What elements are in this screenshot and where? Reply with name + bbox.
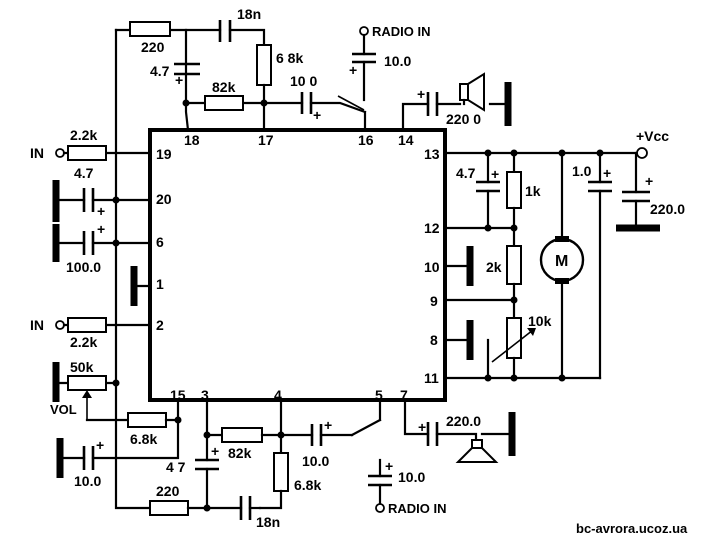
left-bus-lower-wire: [114, 381, 152, 510]
ic-body: [148, 128, 447, 402]
label-6-8k-left: 6.8k: [130, 431, 157, 447]
svg-text:+: +: [491, 166, 499, 182]
label-in-1: IN: [30, 145, 44, 161]
label-50k: 50k: [70, 359, 94, 375]
pin-17: 17: [258, 132, 274, 148]
radio-in-top-terminal[interactable]: [359, 26, 369, 36]
switch-top[interactable]: [309, 101, 367, 132]
label-82k-top: 82k: [212, 79, 236, 95]
svg-text:+: +: [645, 173, 653, 189]
label-10-bottom: 10.0: [302, 453, 329, 469]
switch-bottom[interactable]: [350, 398, 382, 437]
label-4-7-right: 4.7: [456, 165, 476, 181]
resistor-82k-bottom: [221, 427, 263, 443]
svg-text:+: +: [385, 458, 393, 474]
label-220-0-top: 220 0: [446, 111, 481, 127]
pin-13: 13: [424, 146, 440, 162]
label-220-bottom: 220: [156, 483, 180, 499]
pin-4: 4: [274, 387, 282, 403]
pin-15: 15: [170, 387, 186, 403]
label-radio-in-top: RADIO IN: [372, 24, 431, 39]
label-vol: VOL: [50, 402, 77, 417]
pin-18: 18: [184, 132, 200, 148]
pin-14: 14: [398, 132, 414, 148]
pin-1: 1: [156, 276, 164, 292]
pin-6: 6: [156, 234, 164, 250]
label-10-0-radio-top: 10.0: [384, 53, 411, 69]
pin-5: 5: [375, 387, 383, 403]
resistor-6-8k-left: [127, 412, 167, 428]
svg-text:+: +: [97, 221, 105, 237]
radio-in-bottom-terminal[interactable]: [375, 503, 385, 513]
label-2k: 2k: [486, 259, 502, 275]
label-4-7-top: 4.7: [150, 63, 170, 79]
potentiometer-10k[interactable]: [506, 317, 522, 359]
label-220-0-bottom: 220.0: [446, 413, 481, 429]
pin-12: 12: [424, 220, 440, 236]
resistor-6-8k-top: [256, 44, 272, 86]
resistor-220-bottom: [149, 500, 189, 516]
label-radio-in-bottom: RADIO IN: [388, 501, 447, 516]
speaker-bottom-icon: [455, 439, 499, 463]
label-18n-top: 18n: [237, 6, 261, 22]
pin-8: 8: [430, 332, 438, 348]
svg-text:+: +: [417, 86, 425, 102]
label-in-2: IN: [30, 317, 44, 333]
svg-text:+: +: [313, 107, 321, 123]
label-vcc: +Vcc: [636, 128, 669, 144]
label-1k: 1k: [525, 183, 541, 199]
label-10k: 10k: [528, 313, 552, 329]
label-10-left: 10.0: [74, 473, 101, 489]
label-100-left: 100.0: [66, 259, 101, 275]
vcc-terminal[interactable]: [636, 147, 648, 159]
pin-19: 19: [156, 146, 172, 162]
svg-text:+: +: [349, 62, 357, 78]
resistor-2-2k-in1: [67, 145, 107, 161]
label-4-7-bottom: 4 7: [166, 459, 186, 475]
resistor-1k: [506, 171, 522, 209]
pin-7: 7: [400, 387, 408, 403]
svg-text:+: +: [97, 203, 105, 219]
input-1-terminal[interactable]: [55, 148, 65, 158]
svg-text:+: +: [418, 419, 426, 435]
pin-9: 9: [430, 293, 438, 309]
svg-text:+: +: [175, 72, 183, 88]
label-82k-bottom: 82k: [228, 445, 252, 461]
svg-text:+: +: [324, 417, 332, 433]
label-220-top: 220: [141, 39, 165, 55]
pin-11: 11: [424, 370, 439, 386]
label-2-2k-in1: 2.2k: [70, 127, 97, 143]
pin-16: 16: [358, 132, 374, 148]
pin-20: 20: [156, 191, 172, 207]
pin-10: 10: [424, 259, 440, 275]
label-10-0-top: 10 0: [290, 73, 317, 89]
resistor-2-2k-in2: [67, 317, 107, 333]
svg-text:+: +: [211, 443, 219, 459]
label-2-2k-in2: 2.2k: [70, 334, 97, 350]
label-motor: M: [555, 253, 568, 270]
label-6-8k-top: 6 8k: [276, 50, 303, 66]
svg-text:+: +: [603, 165, 611, 181]
label-220-right: 220.0: [650, 201, 685, 217]
resistor-6-8k-bottom: [273, 452, 289, 492]
speaker-top-icon: [459, 72, 510, 112]
resistor-2k: [506, 245, 522, 285]
pin-2: 2: [156, 317, 164, 333]
label-6-8k-bottom: 6.8k: [294, 477, 321, 493]
svg-text:+: +: [96, 437, 104, 453]
label-1-0: 1.0: [572, 163, 592, 179]
resistor-220-top: [129, 21, 171, 37]
label-10-radio-bottom: 10.0: [398, 469, 425, 485]
input-2-terminal[interactable]: [55, 320, 65, 330]
ic-pin-labels: 18 17 16 14 19 20 6 1 2 13 12 10 9 8 11 …: [156, 132, 440, 403]
label-4-7-left: 4.7: [74, 165, 94, 181]
watermark: bc-avrora.ucoz.ua: [576, 521, 688, 536]
resistor-82k-top: [204, 95, 244, 111]
label-18n-bottom: 18n: [256, 514, 280, 530]
potentiometer-50k-vol[interactable]: [67, 375, 107, 391]
pin-3: 3: [201, 387, 209, 403]
